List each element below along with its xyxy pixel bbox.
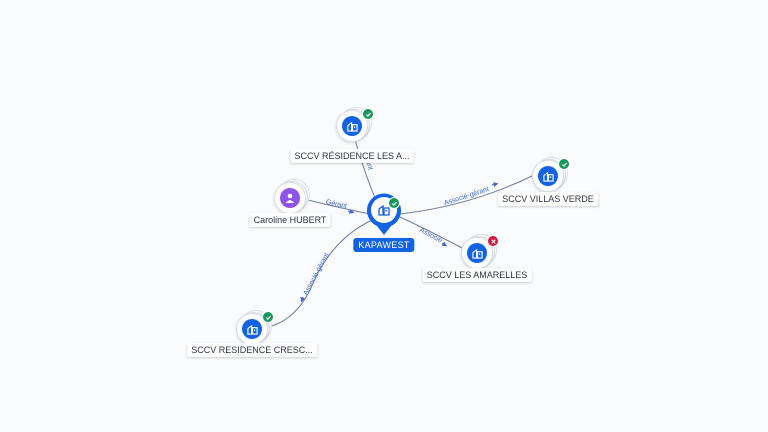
edge-caroline — [307, 199, 371, 215]
arrow-marker — [491, 182, 499, 188]
edge-label-caroline: Gérant — [325, 199, 347, 210]
edge-villas-verde — [399, 175, 533, 215]
edge-label-villas-verde: Associé-gérant — [443, 186, 490, 207]
center-node-label: KAPAWEST — [353, 238, 415, 252]
arrow-marker — [347, 208, 355, 214]
edge-les-amarelles — [397, 215, 463, 249]
status-active-icon — [388, 197, 400, 209]
status-active-icon — [262, 311, 274, 323]
node-label: SCCV VILLAS VERDE — [498, 192, 598, 206]
building-icon — [467, 243, 487, 263]
edge-label-les-amarelles: Associé — [418, 227, 443, 245]
status-inactive-icon — [487, 235, 499, 247]
edge-label-residence-cresc: Associé-gérant — [303, 252, 331, 297]
arrow-marker — [300, 296, 306, 303]
node-label: SCCV LES AMARELLES — [422, 268, 532, 282]
node-label: SCCV RÉSIDENCE LES A... — [290, 149, 414, 163]
node-label: SCCV RESIDENCE CRESC... — [187, 343, 317, 357]
status-active-icon — [558, 158, 570, 170]
node-icon-stack — [274, 179, 310, 214]
arrow-marker — [441, 241, 448, 247]
edge-residence-cresc — [271, 219, 373, 327]
building-icon — [342, 116, 362, 136]
building-icon — [378, 204, 390, 216]
status-active-icon — [362, 108, 374, 120]
node-label: Caroline HUBERT — [249, 213, 331, 227]
person-icon — [280, 188, 300, 208]
building-icon — [242, 319, 262, 339]
building-icon — [538, 166, 558, 186]
